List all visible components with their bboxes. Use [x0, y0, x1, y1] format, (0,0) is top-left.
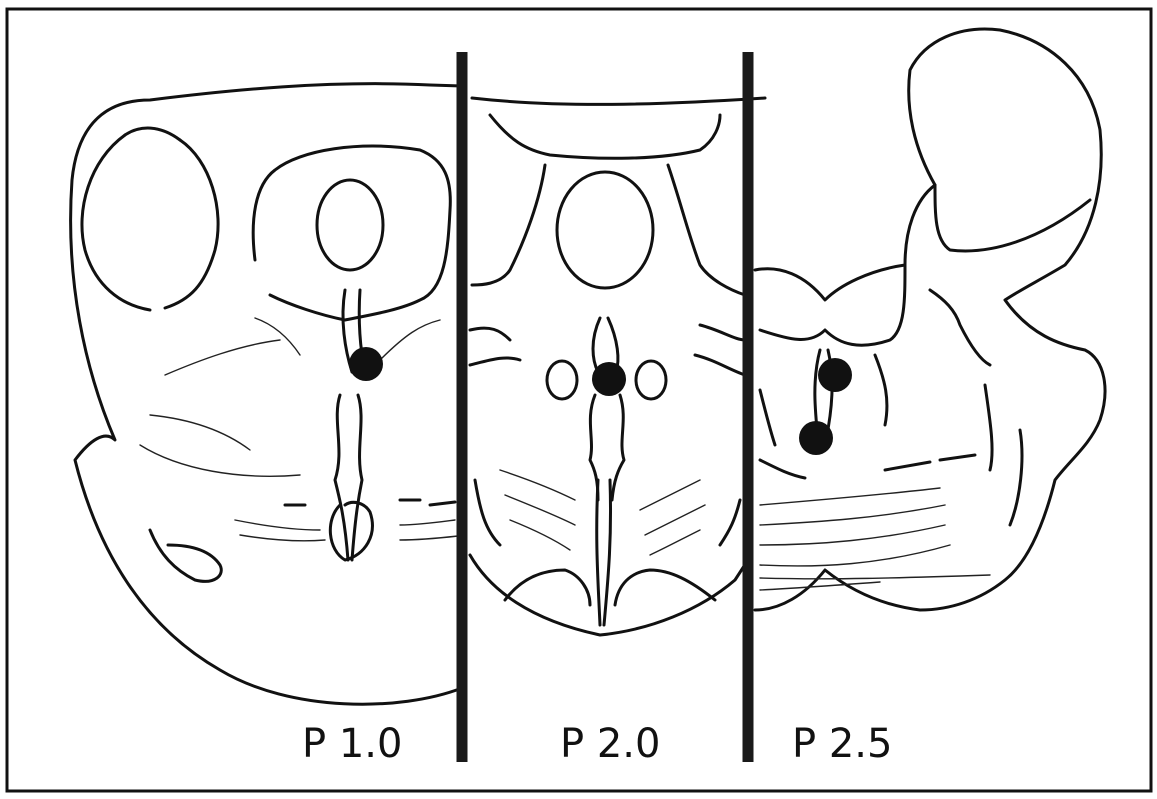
lesion-site-p2-0: [592, 362, 626, 396]
section-p1-midline-lower: [335, 395, 362, 560]
section-p2-5-inner-arcs: [760, 265, 905, 345]
figure-frame: [7, 9, 1151, 791]
section-p2-right-bracket: [695, 325, 745, 375]
section-p2-bottom-arches: [505, 570, 715, 605]
section-p1-left-oval-2: [165, 140, 218, 308]
section-p2-central-oval: [557, 172, 653, 288]
section-p1-dashes: [285, 500, 455, 505]
fiber-line: [760, 575, 990, 579]
fiber-line: [760, 545, 950, 566]
fiber-line: [240, 535, 325, 541]
panel-label-p1-0: P 1.0: [302, 721, 402, 767]
section-p1-center-region: [253, 146, 450, 320]
section-p2-left-bracket: [470, 328, 520, 365]
fiber-line: [165, 340, 280, 375]
fiber-line: [760, 525, 945, 545]
fiber-line: [760, 582, 880, 590]
section-p2-midline-stem: [597, 480, 611, 625]
section-p1-0: [71, 84, 462, 705]
section-p1-left-oval: [82, 135, 150, 310]
fiber-line: [645, 505, 705, 535]
fiber-line: [255, 318, 300, 355]
fiber-line: [150, 415, 250, 450]
fiber-line: [760, 488, 940, 505]
lesion-site-p2-5-upper: [818, 358, 852, 392]
fiber-line: [640, 480, 700, 510]
fiber-line: [505, 495, 575, 525]
section-p2-0: [470, 98, 765, 635]
section-p2-top-arch: [490, 115, 720, 158]
section-p2-side-lines: [475, 480, 740, 545]
fiber-line: [140, 445, 300, 476]
fiber-line: [400, 520, 455, 525]
lesion-site-p2-5-lower: [799, 421, 833, 455]
section-p2-right-small-oval: [636, 361, 666, 399]
section-p2-5-cerebellum-line: [935, 185, 1090, 251]
section-p1-left-arc: [125, 128, 180, 140]
fiber-line: [235, 520, 320, 530]
section-p2-left-small-oval: [547, 361, 577, 399]
fiber-line: [650, 530, 700, 555]
fiber-line: [400, 536, 458, 540]
fiber-line: [760, 505, 945, 525]
section-p2-5-dashes: [885, 430, 1022, 525]
section-p2-right-arc: [668, 165, 745, 295]
panel-label-p2-0: P 2.0: [560, 721, 660, 767]
section-p2-5-left-lines: [760, 390, 805, 478]
section-p2-5: [755, 29, 1105, 610]
section-p2-5-right-arcs: [875, 290, 992, 470]
section-p2-midline-lower: [590, 395, 624, 500]
section-p1-hook: [150, 530, 221, 581]
section-p2-left-arc: [472, 165, 545, 285]
fiber-line: [510, 520, 570, 550]
lesion-site-p1-0: [349, 347, 383, 381]
fiber-line: [500, 470, 575, 500]
section-p1-inner-oval: [317, 180, 383, 270]
fiber-line: [380, 320, 440, 360]
panel-label-p2-5: P 2.5: [792, 721, 892, 767]
